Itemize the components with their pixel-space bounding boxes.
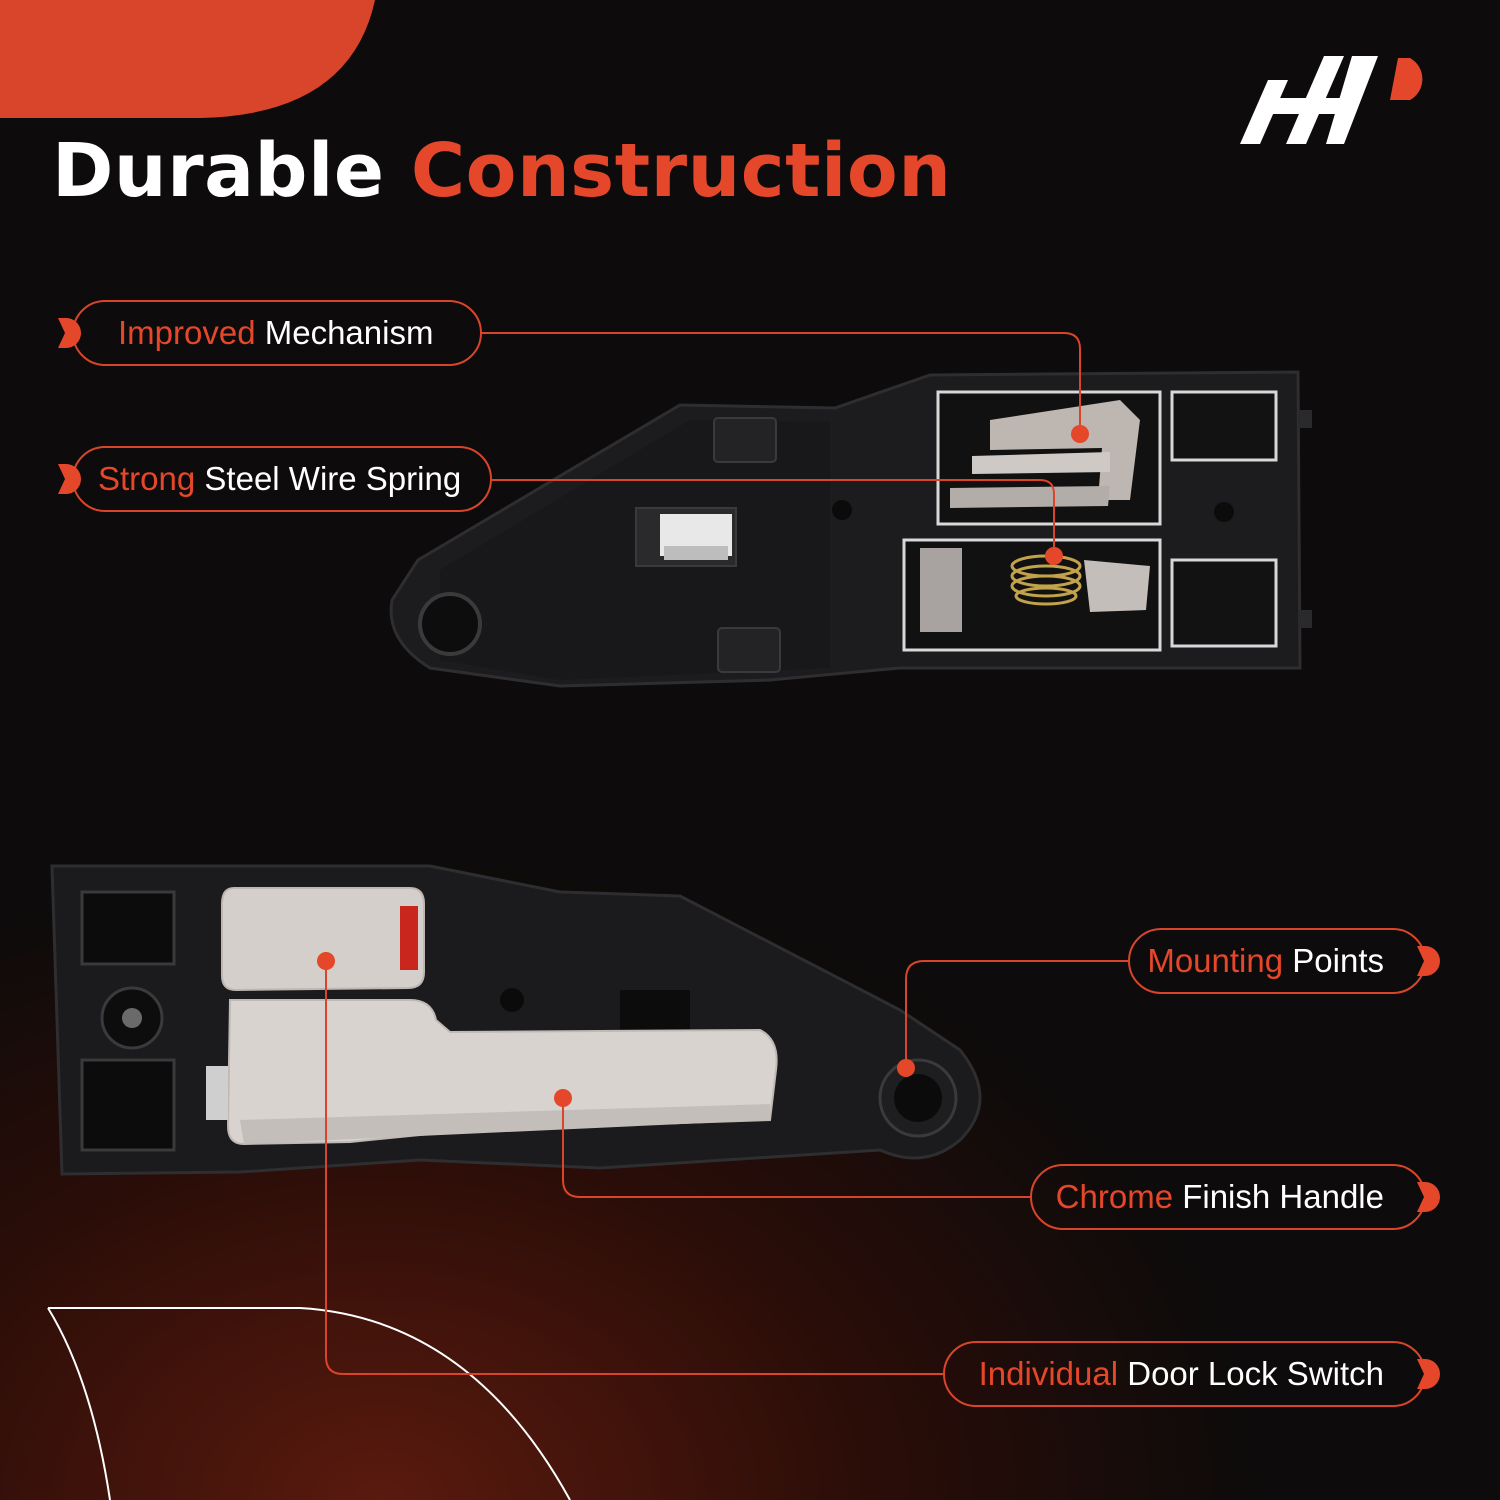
callout-label: Chrome Finish Handle	[1056, 1178, 1384, 1216]
callout-highlight: Improved	[118, 314, 256, 351]
callout-chrome-finish-handle: Chrome Finish Handle	[1030, 1164, 1440, 1230]
callout-label: Strong Steel Wire Spring	[98, 460, 461, 498]
callout-tab-icon	[1417, 946, 1440, 976]
leader-lines	[325, 332, 1128, 1375]
callout-rest: Points	[1292, 942, 1384, 979]
callout-door-lock-switch: Individual Door Lock Switch	[943, 1341, 1440, 1407]
callout-highlight: Chrome	[1055, 1178, 1174, 1215]
callout-label: Mounting Points	[1147, 942, 1384, 980]
callout-highlight: Individual	[978, 1355, 1119, 1392]
callout-tab-icon	[1417, 1182, 1440, 1212]
callout-highlight: Strong	[98, 460, 196, 497]
title-word-durable: Durable	[52, 128, 385, 214]
callout-rest: Door Lock Switch	[1127, 1355, 1384, 1392]
callout-dots	[317, 425, 1089, 1107]
callout-label: Individual Door Lock Switch	[979, 1355, 1384, 1393]
callout-rest: Finish Handle	[1182, 1178, 1384, 1215]
callout-tab-icon	[1417, 1359, 1440, 1389]
corner-accent-shape	[0, 0, 375, 118]
a-premium-logo-icon	[1240, 56, 1423, 144]
callout-label: Improved Mechanism	[118, 314, 433, 352]
title-word-construction: Construction	[410, 128, 952, 214]
callout-rest: Mechanism	[264, 314, 434, 351]
callout-tab-icon	[58, 464, 81, 494]
callout-highlight: Mounting	[1147, 942, 1284, 979]
callout-rest: Steel Wire Spring	[204, 460, 462, 497]
handle-front-view	[50, 864, 982, 1176]
callout-mounting-points: Mounting Points	[1128, 928, 1440, 994]
callout-tab-icon	[58, 318, 81, 348]
handle-back-view	[389, 370, 1312, 688]
callout-steel-wire-spring: Strong Steel Wire Spring	[58, 446, 492, 512]
page-title: Durable Construction	[52, 128, 951, 214]
callout-improved-mechanism: Improved Mechanism	[58, 300, 482, 366]
decorative-arc	[47, 1307, 571, 1500]
